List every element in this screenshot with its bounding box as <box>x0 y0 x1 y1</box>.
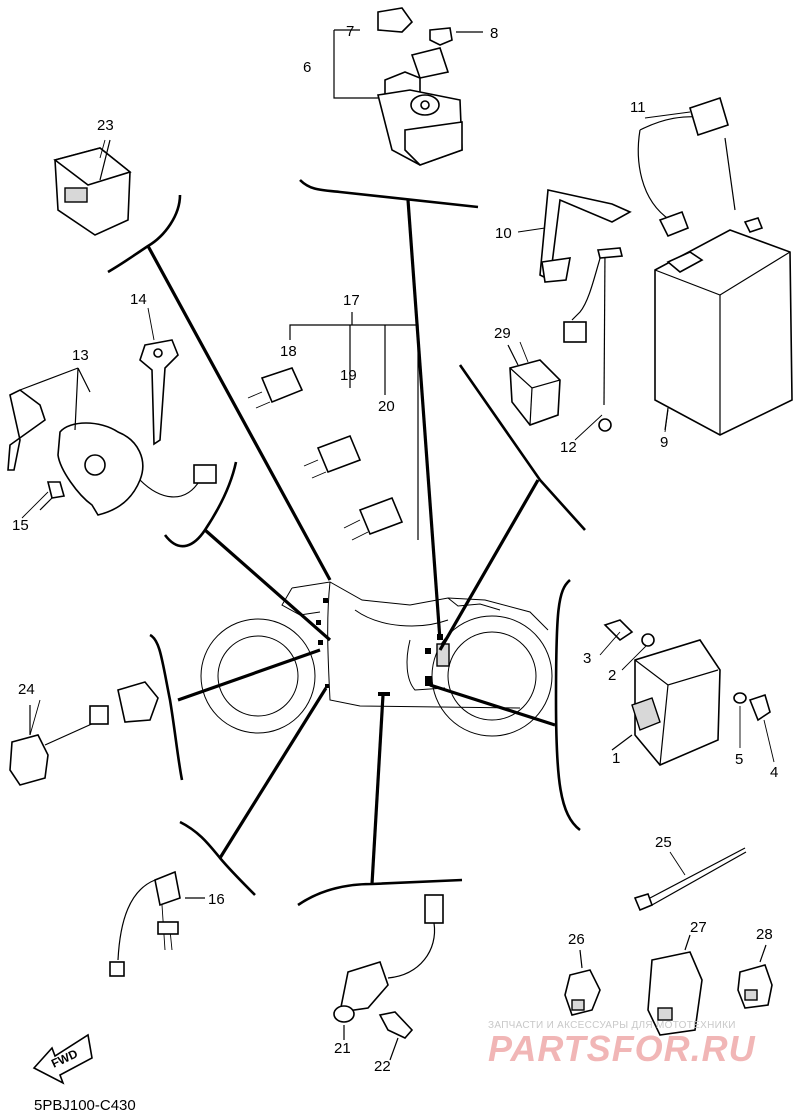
label-11: 11 <box>630 99 646 116</box>
partsfor-watermark: ЗАПЧАСТИ И АКСЕССУАРЫ ДЛЯ МОТОТЕХНИКИ PA… <box>488 1020 788 1067</box>
label-7: 7 <box>346 23 354 40</box>
label-18: 18 <box>280 343 297 360</box>
cable-tie-25[interactable] <box>633 847 747 912</box>
label-8: 8 <box>490 25 498 42</box>
label-15: 15 <box>12 517 29 534</box>
lead-lines <box>146 199 556 885</box>
label-leaders <box>21 111 775 876</box>
label-12: 12 <box>560 439 577 456</box>
label-9: 9 <box>660 434 668 451</box>
label-23: 23 <box>97 117 114 134</box>
part-labels: 1 2 3 4 5 6 7 8 9 10 11 12 13 14 15 16 1… <box>12 23 778 1075</box>
label-22: 22 <box>374 1058 391 1075</box>
label-19: 19 <box>340 367 357 384</box>
switch-21[interactable] <box>333 894 444 1061</box>
label-17: 17 <box>343 292 360 309</box>
label-16: 16 <box>208 891 225 908</box>
starter-relay[interactable] <box>333 7 483 166</box>
label-14: 14 <box>130 291 147 308</box>
label-29: 29 <box>494 325 511 342</box>
label-28: 28 <box>756 926 773 943</box>
group-brackets <box>107 179 586 907</box>
label-25: 25 <box>655 834 672 851</box>
label-27: 27 <box>690 919 707 936</box>
clamp-group[interactable] <box>564 934 773 1036</box>
label-5: 5 <box>735 751 743 768</box>
label-3: 3 <box>583 650 591 667</box>
label-26: 26 <box>568 931 585 948</box>
label-24: 24 <box>18 681 35 698</box>
label-13: 13 <box>72 347 89 364</box>
catalog-code: 5PBJ100-C430 <box>34 1097 136 1114</box>
watermark-tagline: ЗАПЧАСТИ И АКСЕССУАРЫ ДЛЯ МОТОТЕХНИКИ <box>488 1020 736 1031</box>
relay-unit-29[interactable] <box>507 344 561 426</box>
label-2: 2 <box>608 667 616 684</box>
label-10: 10 <box>495 225 512 242</box>
label-4: 4 <box>770 764 778 781</box>
label-1: 1 <box>612 750 620 767</box>
rectifier-regulator[interactable] <box>603 619 771 766</box>
relay-unit-23[interactable] <box>53 139 132 236</box>
sensor-24[interactable] <box>9 681 159 786</box>
watermark-brand: PARTSFOR.RU <box>488 1028 756 1069</box>
label-20: 20 <box>378 398 395 415</box>
main-switch-group[interactable] <box>7 339 217 516</box>
fwd-arrow-icon: FWD <box>32 1033 93 1085</box>
label-6: 6 <box>303 59 311 76</box>
label-21: 21 <box>334 1040 351 1057</box>
motorcycle-outline <box>200 581 553 737</box>
neutral-switch-16[interactable] <box>109 870 205 977</box>
fuse-group[interactable] <box>247 312 419 541</box>
battery-group[interactable] <box>539 96 793 436</box>
